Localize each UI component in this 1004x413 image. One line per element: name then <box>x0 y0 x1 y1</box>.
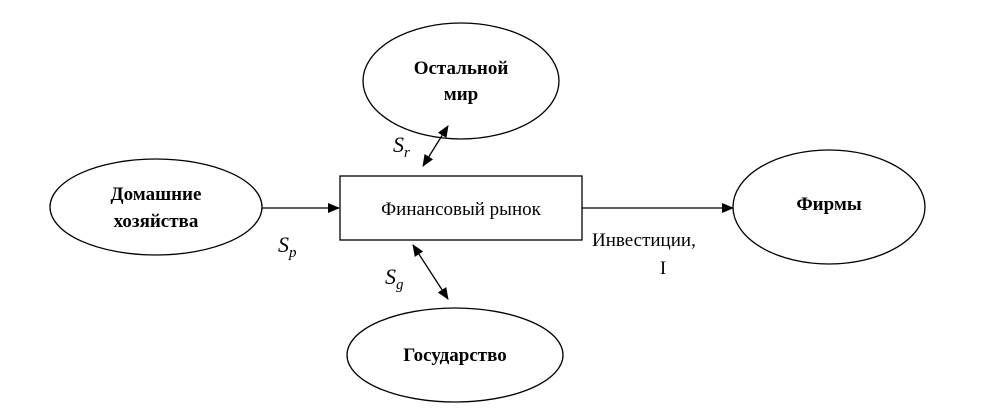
firms-label: Фирмы <box>796 194 861 215</box>
label-foreign-savings: Sr <box>393 132 410 161</box>
rest-of-world-shape <box>362 22 560 140</box>
households-label-line2: хозяйства <box>114 211 199 232</box>
node-firms: Фирмы <box>732 149 926 265</box>
rest-of-world-label-line2: мир <box>444 84 478 105</box>
foreign-savings-subscript: r <box>404 145 410 161</box>
government-savings-subscript: g <box>396 277 404 293</box>
rest-of-world-label-line1: Остальной <box>414 58 509 79</box>
node-households: Домашние хозяйства <box>49 158 263 256</box>
households-label-line1: Домашние <box>111 184 202 205</box>
financial-market-label: Финансовый рынок <box>381 199 541 220</box>
label-investment-line1: Инвестиции, <box>592 230 696 251</box>
label-government-savings: Sg <box>385 264 404 293</box>
arrow-market-government <box>412 244 449 300</box>
households-shape <box>49 158 263 256</box>
node-financial-market: Финансовый рынок <box>339 175 583 241</box>
government-shape <box>346 307 564 403</box>
government-label: Государство <box>403 345 506 366</box>
financial-market-shape <box>339 175 583 241</box>
arrow-market-rest-of-world <box>422 125 449 167</box>
label-investment-line2: I <box>660 258 666 279</box>
government-savings-symbol: S <box>385 264 396 289</box>
foreign-savings-symbol: S <box>393 132 404 157</box>
node-government: Государство <box>346 307 564 403</box>
private-savings-symbol: S <box>278 232 289 257</box>
private-savings-subscript: p <box>288 245 297 261</box>
node-rest-of-world: Остальной мир <box>362 22 560 140</box>
label-private-savings: Sp <box>278 232 297 261</box>
